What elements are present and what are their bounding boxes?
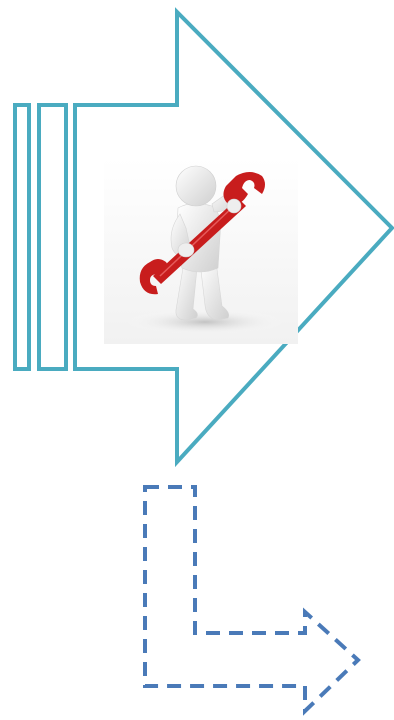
bent-dashed-arrow-outline [145, 487, 358, 711]
arrow-bar-outer [15, 105, 29, 369]
person-with-wrench-icon [104, 158, 298, 344]
arrow-bar-inner [39, 105, 66, 369]
